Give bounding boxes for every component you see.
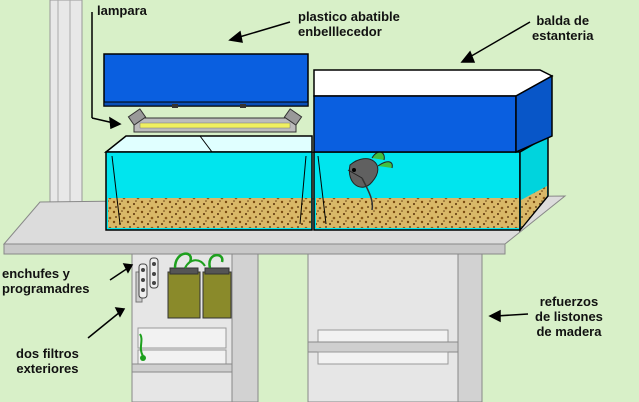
right-cabinet	[307, 253, 483, 402]
label-plastico-abatible: plastico abatible enbelllecedor	[298, 9, 400, 39]
label-balda-line2: estanteria	[532, 28, 594, 43]
right-tank	[312, 134, 551, 233]
label-lampara: lampara	[97, 3, 147, 18]
label-filtros-line1: dos filtros	[16, 346, 79, 361]
label-filtros-line2: exteriores	[16, 361, 79, 376]
external-filters	[167, 252, 232, 319]
label-balda-estanteria: balda de estanteria	[532, 13, 593, 43]
left-tank	[103, 135, 313, 231]
filter-hose	[139, 333, 144, 357]
left-cabinet	[131, 253, 259, 402]
label-plastico-line2: enbelllecedor	[298, 24, 382, 39]
wall-post	[49, 0, 83, 216]
hinged-cover	[103, 53, 309, 108]
label-filtros: dos filtros exteriores	[16, 346, 79, 376]
label-arrows	[87, 12, 531, 339]
label-plastico-line1: plastico abatible	[298, 9, 400, 24]
label-refuerzos-line1: refuerzos	[539, 294, 599, 309]
label-balda-line1: balda de	[536, 13, 590, 28]
label-enchufes-line2: programadres	[2, 281, 90, 296]
label-refuerzos-line2: de listones	[535, 309, 603, 324]
label-enchufes: enchufes y programadres	[2, 266, 89, 296]
hose-end	[140, 355, 146, 361]
label-refuerzos-line3: de madera	[536, 324, 602, 339]
label-refuerzos: refuerzos de listones de madera	[535, 294, 603, 339]
lamp	[127, 108, 303, 133]
shelf-board	[313, 69, 554, 154]
timer-plugs	[138, 257, 159, 299]
angelfish	[347, 151, 393, 211]
shelf-front	[3, 243, 506, 255]
label-enchufes-line1: enchufes y	[2, 266, 70, 281]
